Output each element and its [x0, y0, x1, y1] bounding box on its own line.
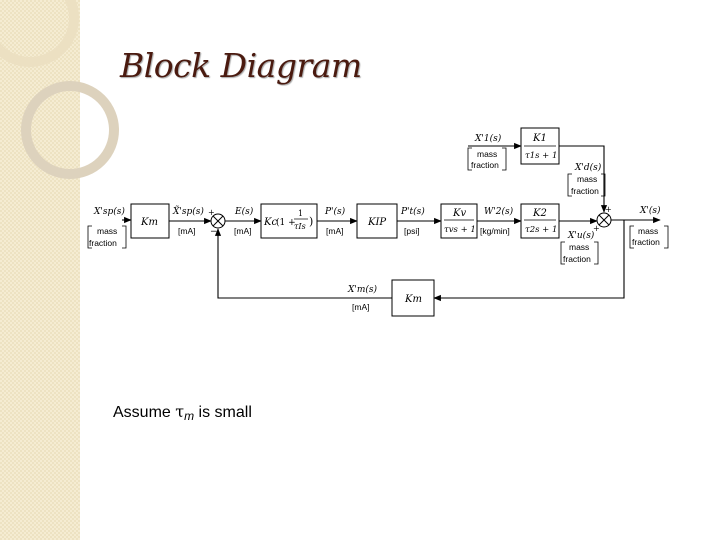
label-pt: P't(s) — [400, 206, 425, 217]
unit-psi: [psi] — [404, 226, 420, 236]
bracket-fraction-x1: fraction — [471, 160, 499, 170]
unit-kgmin: [kg/min] — [480, 226, 510, 236]
label-xsp: X'sp(s) — [93, 206, 125, 217]
decorative-rings — [0, 0, 119, 179]
unit-ma-3: [mA] — [326, 226, 343, 236]
bracket-mass-xd: mass — [577, 174, 597, 184]
block-km-input-label: Km — [140, 217, 158, 228]
block-km-feedback — [391, 279, 435, 317]
bracket-fraction-xd: fraction — [571, 186, 599, 196]
bracket-mass-x1: mass — [477, 149, 497, 159]
unit-ma-1: [mA] — [178, 226, 195, 236]
controller-gain: Kc — [263, 217, 277, 228]
unit-ma-4: [mA] — [352, 302, 369, 312]
line-feedback-down — [433, 220, 625, 302]
note-suffix: is small — [194, 404, 252, 421]
label-e: E(s) — [234, 206, 254, 217]
controller-den: τIs — [294, 222, 306, 231]
bracket-fraction-xu: fraction — [563, 254, 591, 264]
valve-num: Kv — [452, 208, 466, 219]
note-prefix: Assume — [113, 404, 176, 421]
bracket-out — [629, 225, 669, 249]
bracket-xd — [567, 173, 606, 197]
line-k1-to-sum2 — [559, 145, 608, 213]
sum2-plus-top: + — [605, 205, 612, 214]
label-xu: X'u(s) — [567, 230, 595, 241]
bracket-x1 — [467, 147, 507, 171]
label-x1: X'1(s) — [474, 133, 502, 144]
slide-title: Block Diagram — [120, 46, 362, 85]
label-xsp-tilde: X̃'sp(s) — [172, 205, 204, 217]
bracket-in — [87, 225, 127, 249]
block-km-feedback-label: Km — [404, 294, 422, 305]
line-feedback-return — [214, 228, 392, 299]
note-tau: τ — [175, 402, 185, 421]
sum2-cross-b — [598, 214, 610, 226]
k2-den: τ2s + 1 — [525, 225, 557, 235]
controller-num: 1 — [298, 209, 303, 218]
valve-den: τvs + 1 — [444, 225, 476, 235]
bracket-mass-out: mass — [638, 226, 658, 236]
bracket-mass-xu: mass — [569, 242, 589, 252]
controller-close: ) — [309, 215, 313, 228]
sum1-minus: − — [210, 227, 218, 237]
k1-den: τ1s + 1 — [525, 151, 557, 161]
label-xm: X'm(s) — [347, 284, 378, 295]
note-sub: m — [184, 409, 195, 423]
label-w2: W'2(s) — [484, 206, 514, 217]
label-p: P'(s) — [324, 206, 346, 217]
block-kip — [356, 203, 398, 239]
decorative-ring-bottom — [21, 81, 119, 179]
sum1-plus: + — [208, 208, 215, 217]
controller-paren: (1 + — [276, 217, 296, 228]
label-x-out: X'(s) — [639, 205, 661, 216]
sum2-plus-left: + — [593, 224, 600, 233]
bracket-fraction-out: fraction — [632, 237, 660, 247]
k2-num: K2 — [532, 208, 547, 219]
bracket-fraction-in: fraction — [89, 238, 117, 248]
assumption-note: Assume τm is small — [113, 402, 252, 423]
bracket-xu — [560, 241, 599, 265]
decorative-ring-top — [0, 0, 79, 67]
unit-ma-2: [mA] — [234, 226, 251, 236]
label-xd: X'd(s) — [574, 162, 602, 173]
sum1-cross-b — [212, 215, 224, 227]
block-k2 — [520, 203, 560, 239]
block-kip-label: KIP — [367, 217, 386, 228]
bracket-mass-in: mass — [97, 226, 117, 236]
k1-num: K1 — [532, 133, 547, 144]
